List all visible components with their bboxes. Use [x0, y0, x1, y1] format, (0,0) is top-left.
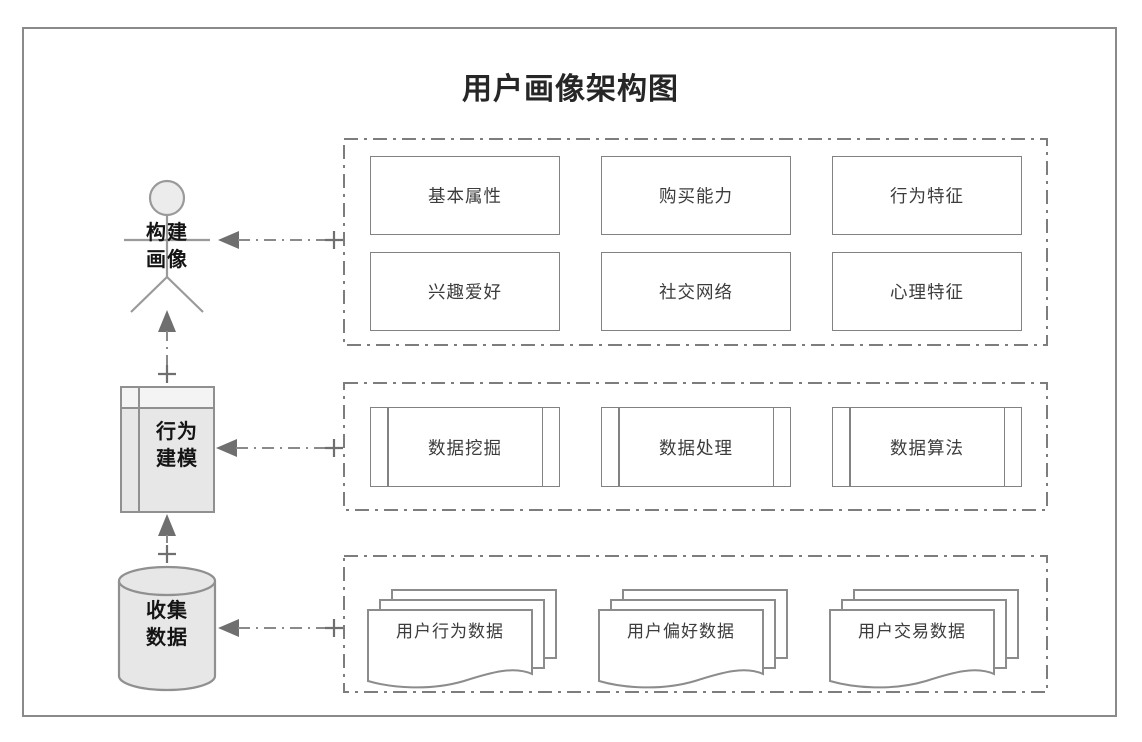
profile-attribute-box: 购买能力: [601, 156, 791, 235]
data-source-document-label: 用户偏好数据: [627, 622, 735, 641]
modeling-component-box: 数据算法: [832, 407, 1022, 487]
table-shape-icon: [120, 386, 215, 513]
arrow-profile-to-actor: [218, 231, 343, 249]
actor-icon: [124, 179, 210, 313]
stage-label-behavior-modeling: 行为 建模: [141, 419, 213, 473]
profile-group-container: [343, 138, 1048, 346]
data-source-document-label: 用户行为数据: [396, 622, 504, 641]
modeling-component-box: 数据处理: [601, 407, 791, 487]
source-group-container: [343, 555, 1048, 693]
database-icon: [117, 565, 217, 692]
diagram-title: 用户画像架构图: [462, 73, 679, 106]
profile-attribute-box: 行为特征: [832, 156, 1022, 235]
stage-label-line: 收集: [146, 600, 188, 622]
arrow-database-to-table: [158, 514, 176, 563]
stage-label-line: 建模: [156, 448, 198, 470]
profile-attribute-box: 社交网络: [601, 252, 791, 331]
arrow-table-to-actor: [158, 310, 176, 383]
stage-label-build-profile: 构建 画像: [131, 220, 203, 274]
stage-label-line: 行为: [156, 421, 198, 443]
profile-attribute-box: 兴趣爱好: [370, 252, 560, 331]
profile-attribute-box: 基本属性: [370, 156, 560, 235]
arrow-modeling-to-table: [216, 439, 343, 457]
stage-label-collect-data: 收集 数据: [131, 598, 203, 652]
data-source-document-label: 用户交易数据: [858, 622, 966, 641]
stage-label-line: 数据: [146, 627, 188, 649]
arrow-source-to-database: [218, 619, 343, 637]
modeling-component-box: 数据挖掘: [370, 407, 560, 487]
stage-label-line: 画像: [146, 249, 188, 271]
modeling-group-container: [343, 382, 1048, 511]
profile-attribute-box: 心理特征: [832, 252, 1022, 331]
stage-label-line: 构建: [146, 222, 188, 244]
